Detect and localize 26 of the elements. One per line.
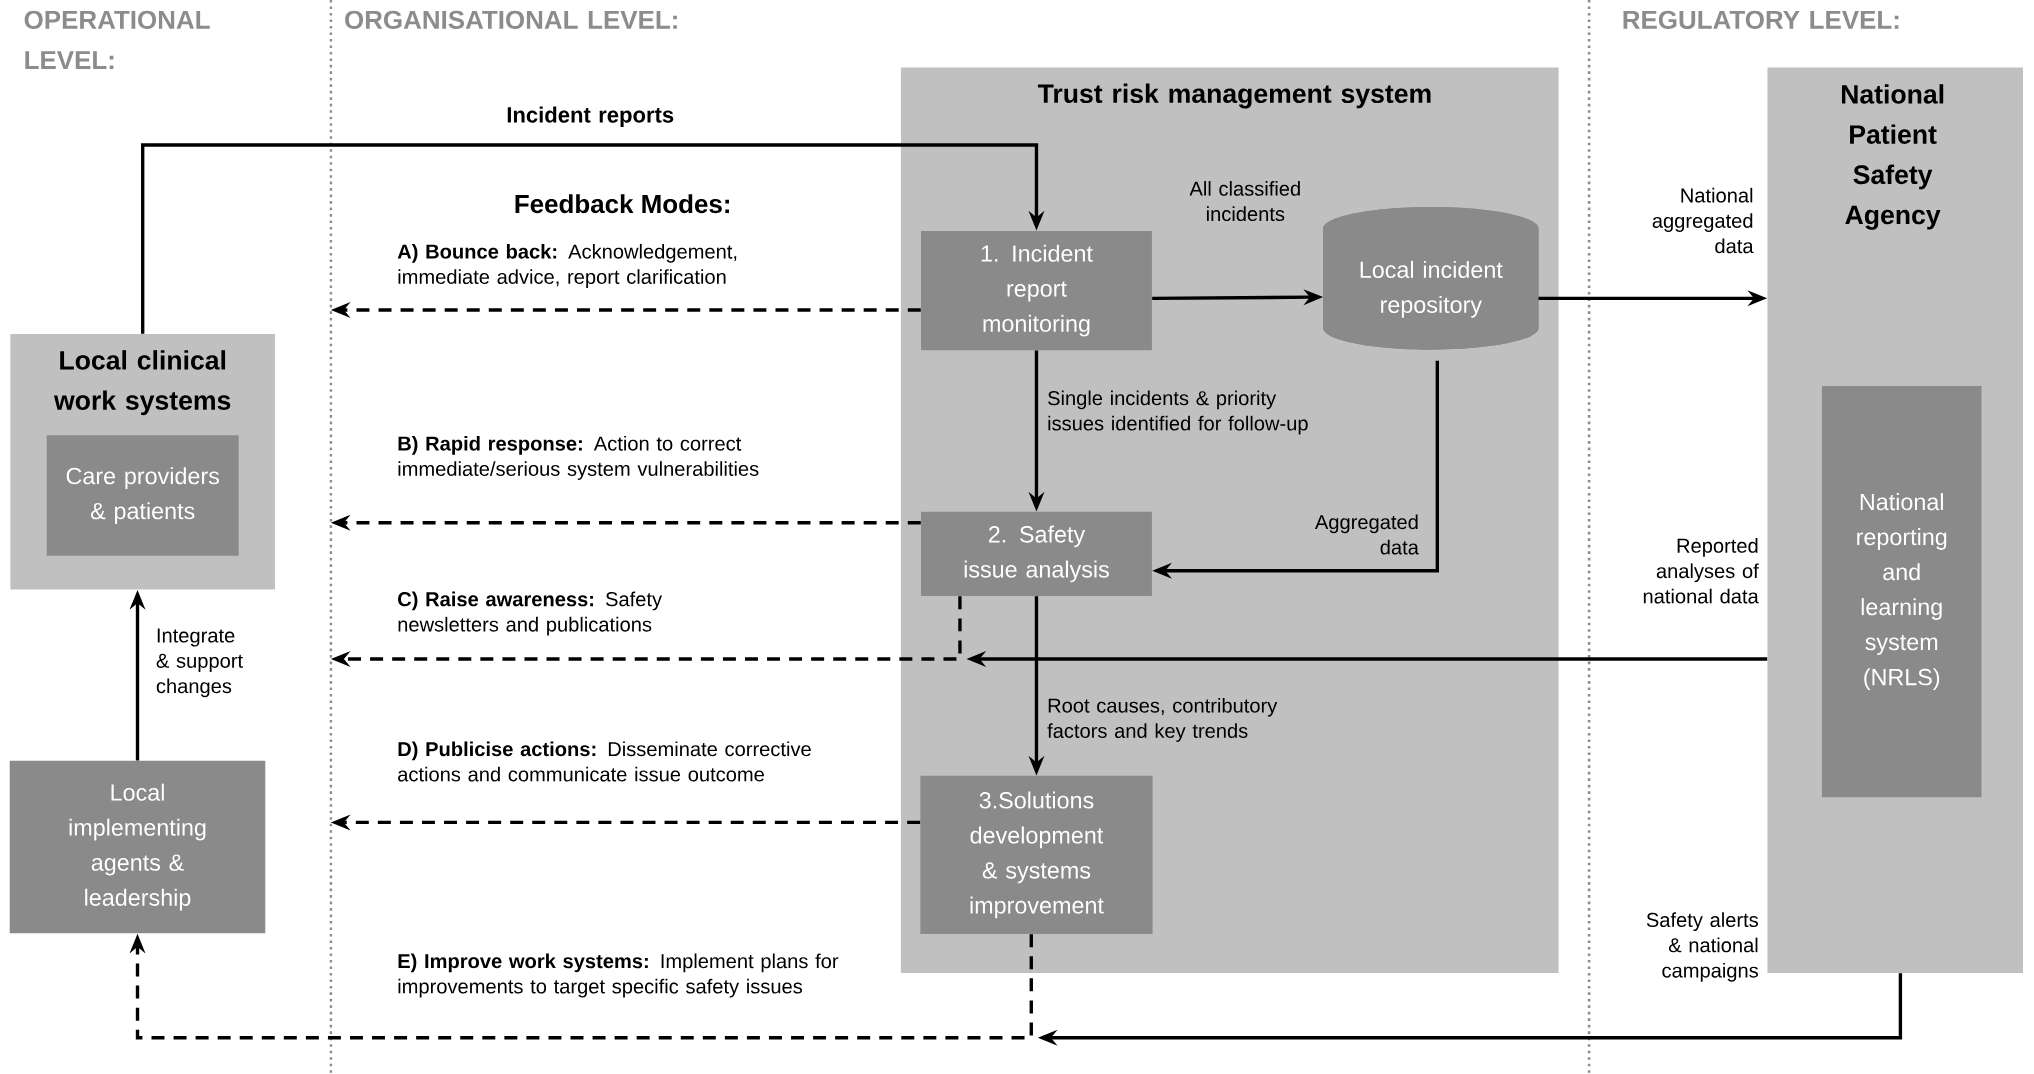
- section-heading: Feedback Modes:: [515, 194, 729, 214]
- process-box: 2. Safety issue analysis: [921, 511, 1152, 597]
- arrow: [141, 143, 1045, 334]
- level-heading: OPERATIONAL LEVEL:: [24, 10, 210, 69]
- edge-label: Aggregated data: [1314, 514, 1419, 555]
- process-box: 3.Solutions development & systems improvement: [920, 775, 1153, 934]
- process-box: Care providers & patients: [46, 435, 239, 556]
- edge-label: Safety alerts & national campaigns: [1646, 912, 1758, 982]
- level-heading: REGULATORY LEVEL:: [1623, 10, 1899, 29]
- edge-label: Reported analyses of national data: [1643, 538, 1759, 604]
- database-cylinder: Local incident repository: [1323, 206, 1539, 350]
- edge-label: Integrate & support changes: [156, 628, 243, 698]
- process-box: 1. Incident report monitoring: [921, 230, 1152, 351]
- edge-label: E) Improve work systems: Implement plans for improvements to target specific safety issues: [398, 953, 839, 998]
- process-box: Local implementing agents & leadership: [9, 760, 266, 934]
- edge-label: All classified incidents: [1189, 181, 1300, 222]
- edge-label: Root causes, contributory factors and key trends: [1047, 697, 1278, 742]
- edge-label: National aggregated data: [1652, 187, 1754, 254]
- edge-label: Single incidents & priority issues identified for follow-up: [1048, 390, 1308, 435]
- edge-label: C) Raise awareness: Safety newsletters and publications: [398, 591, 663, 636]
- level-heading: ORGANISATIONAL LEVEL:: [345, 10, 677, 29]
- edge-label: A) Bounce back: Acknowledgement, immediate advice, report clarification: [397, 243, 737, 288]
- process-box: National reporting and learning system (NRLS): [1821, 385, 1982, 798]
- edge-label: Incident reports: [507, 106, 674, 127]
- edge-label: D) Publicise actions: Disseminate corrective actions and communicate issue outcome: [398, 741, 811, 782]
- edge-label: B) Rapid response: Action to correct immediate/serious system vulnerabilities: [398, 435, 759, 480]
